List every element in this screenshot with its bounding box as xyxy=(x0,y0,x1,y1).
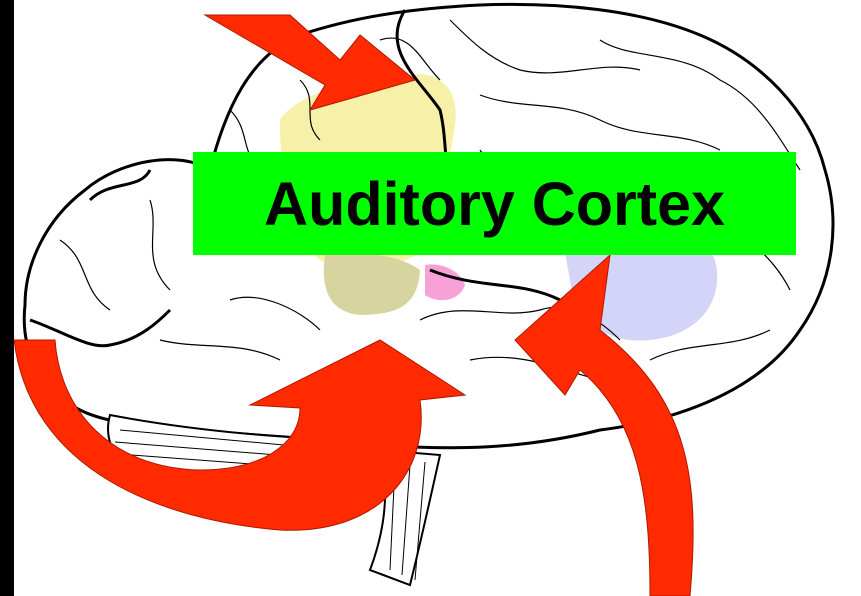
auditory-cortex-label: Auditory Cortex xyxy=(193,152,796,255)
label-text: Auditory Cortex xyxy=(264,169,725,239)
